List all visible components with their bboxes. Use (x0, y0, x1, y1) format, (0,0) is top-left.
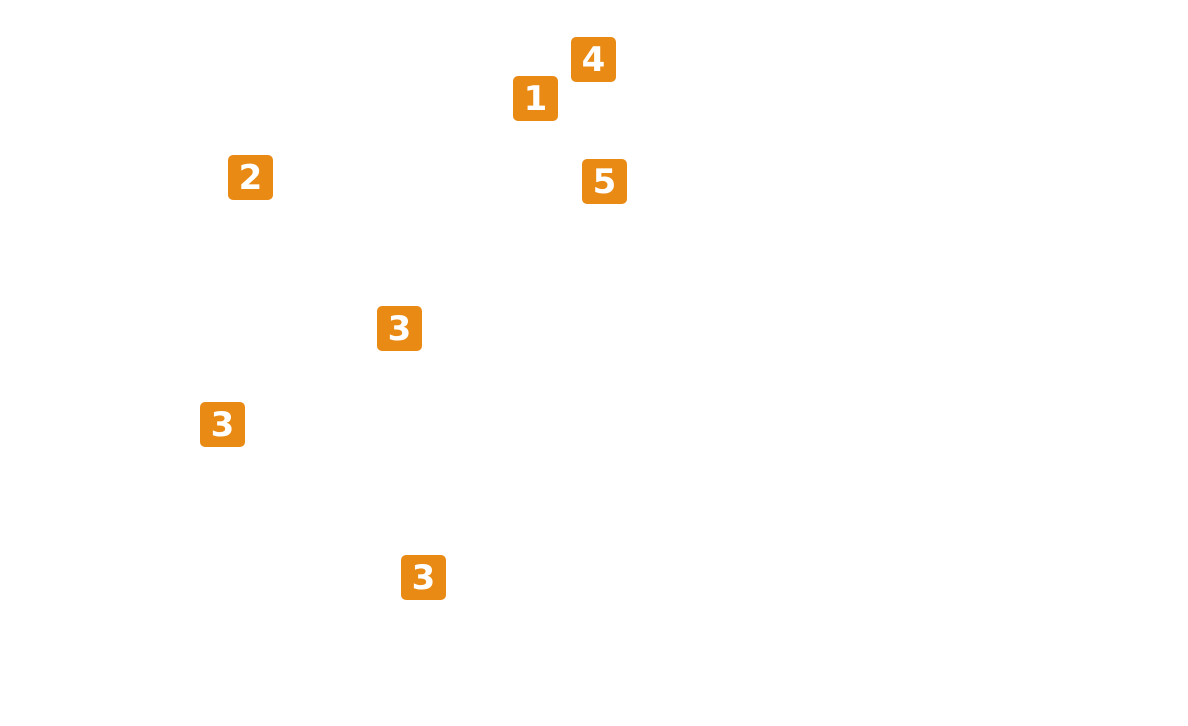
number-badge-3: 3 (401, 555, 446, 600)
number-badge-3: 3 (377, 306, 422, 351)
number-badge-1: 1 (513, 76, 558, 121)
number-badge-3: 3 (200, 402, 245, 447)
number-badge-5: 5 (582, 159, 627, 204)
number-badge-2: 2 (228, 155, 273, 200)
number-badge-4: 4 (571, 37, 616, 82)
